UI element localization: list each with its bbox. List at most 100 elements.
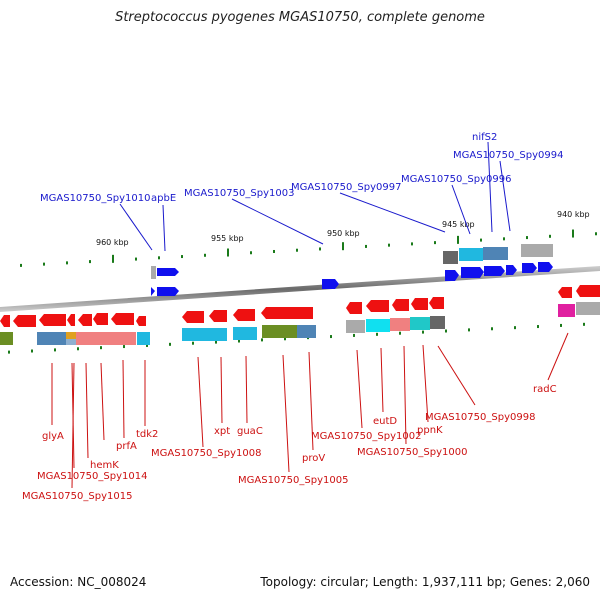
ruler-major-tick: [572, 229, 574, 238]
ruler-lower: [8, 322, 585, 354]
scale-tick-label: 960 kbp: [96, 238, 129, 247]
gene-label: guaC: [237, 426, 263, 437]
gene-arrow-reverse[interactable]: [0, 315, 10, 327]
gene-label: hemK: [90, 460, 119, 471]
gene-label: MGAS10750_Spy0997: [291, 182, 401, 193]
category-box: [37, 332, 66, 345]
gene-label: MGAS10750_Spy1014: [37, 471, 147, 482]
gene-arrow-forward[interactable]: [151, 287, 155, 296]
ruler-major-tick: [227, 248, 229, 257]
gene-arrow-reverse[interactable]: [392, 299, 409, 311]
gene-label: tdk2: [136, 429, 158, 440]
genome-summary-text: Topology: circular; Length: 1,937,111 bp…: [260, 575, 590, 589]
ruler-upper: [20, 229, 597, 267]
ruler-minor-tick: [388, 243, 390, 247]
gene-arrow-reverse[interactable]: [233, 309, 255, 321]
ruler-minor-tick: [583, 322, 585, 326]
ruler-minor-tick: [284, 337, 286, 341]
gene-arrow-reverse[interactable]: [209, 310, 227, 322]
gene-arrow-forward[interactable]: [522, 263, 537, 273]
ruler-minor-tick: [169, 342, 171, 346]
ruler-minor-tick: [319, 247, 321, 251]
gene-arrow-reverse[interactable]: [261, 307, 313, 319]
gene-label: eutD: [373, 416, 397, 427]
gene-label: MGAS10750_Spy0994: [453, 150, 563, 161]
category-box: [459, 248, 483, 261]
ruler-minor-tick: [31, 349, 33, 353]
gene-arrow-forward[interactable]: [506, 265, 517, 275]
ruler-minor-tick: [238, 339, 240, 343]
category-box: [137, 332, 150, 345]
gene-label: MGAS10750_Spy1003: [184, 188, 294, 199]
category-box: [0, 332, 13, 345]
gene-arrow-forward[interactable]: [157, 287, 179, 296]
gene-arrow-forward[interactable]: [445, 270, 459, 281]
gene-label: ppnK: [417, 425, 443, 436]
gene-arrow-forward[interactable]: [322, 279, 339, 289]
category-box: [558, 304, 575, 317]
gene-label: prfA: [116, 441, 137, 452]
category-box: [182, 328, 227, 341]
ruler-minor-tick: [123, 345, 125, 349]
category-box: [521, 244, 553, 257]
ruler-minor-tick: [560, 323, 562, 327]
gene-arrow-forward[interactable]: [538, 262, 553, 272]
gene-arrow-reverse[interactable]: [576, 285, 600, 297]
ruler-minor-tick: [365, 244, 367, 248]
ruler-minor-tick: [296, 248, 298, 252]
ruler-minor-tick: [422, 330, 424, 334]
category-box: [262, 325, 297, 338]
ruler-minor-tick: [434, 241, 436, 245]
forward-genes: [151, 262, 553, 296]
gene-arrow-forward[interactable]: [157, 268, 179, 276]
gene-arrow-reverse[interactable]: [13, 315, 36, 327]
gene-arrow-reverse[interactable]: [78, 314, 92, 326]
ruler-minor-tick: [273, 249, 275, 253]
forward-category-track: [151, 244, 553, 279]
ruler-minor-tick: [514, 326, 516, 330]
category-box: [576, 302, 600, 315]
bottom-leader-lines: [51, 332, 569, 489]
category-box: [346, 320, 365, 333]
gene-label: proV: [302, 453, 325, 464]
gene-arrow-reverse[interactable]: [366, 300, 389, 312]
gene-label: apbE: [151, 193, 176, 204]
ruler-minor-tick: [181, 255, 183, 259]
gene-arrow-reverse[interactable]: [67, 314, 75, 326]
gene-arrow-reverse[interactable]: [136, 316, 146, 326]
gene-label: MGAS10750_Spy0998: [425, 412, 535, 423]
ruler-minor-tick: [376, 332, 378, 336]
category-box: [110, 332, 136, 345]
category-box: [483, 247, 508, 260]
gene-arrow-forward[interactable]: [484, 266, 505, 276]
category-box: [366, 319, 390, 332]
ruler-minor-tick: [411, 242, 413, 246]
gene-label: glyA: [42, 431, 64, 442]
bottom-gene-labels: glyA MGAS10750_Spy1014 MGAS10750_Spy1015…: [22, 384, 557, 502]
ruler-minor-tick: [480, 238, 482, 242]
gene-arrow-reverse[interactable]: [182, 311, 204, 323]
ruler-minor-tick: [100, 346, 102, 350]
gene-arrow-reverse[interactable]: [411, 298, 428, 310]
gene-arrow-forward[interactable]: [461, 267, 484, 278]
ruler-minor-tick: [261, 338, 263, 342]
ruler-minor-tick: [77, 347, 79, 351]
category-box: [233, 327, 257, 340]
ruler-minor-tick: [66, 261, 68, 265]
gene-arrow-reverse[interactable]: [93, 313, 108, 325]
ruler-major-tick: [342, 242, 344, 251]
ruler-minor-tick: [445, 329, 447, 333]
ruler-minor-tick: [549, 234, 551, 238]
ruler-minor-tick: [526, 236, 528, 240]
genome-title: Streptococcus pyogenes MGAS10750, comple…: [115, 10, 485, 25]
gene-arrow-reverse[interactable]: [429, 297, 444, 309]
top-gene-labels: MGAS10750_Spy1010 apbE MGAS10750_Spy1003…: [40, 132, 563, 204]
gene-arrow-reverse[interactable]: [558, 287, 572, 298]
scale-tick-label: 955 kbp: [211, 234, 244, 243]
ruler-minor-tick: [595, 232, 597, 236]
gene-arrow-reverse[interactable]: [39, 314, 66, 326]
gene-arrow-reverse[interactable]: [346, 302, 362, 314]
gene-arrow-reverse[interactable]: [111, 313, 134, 325]
gene-label: MGAS10750_Spy1010: [40, 193, 150, 204]
